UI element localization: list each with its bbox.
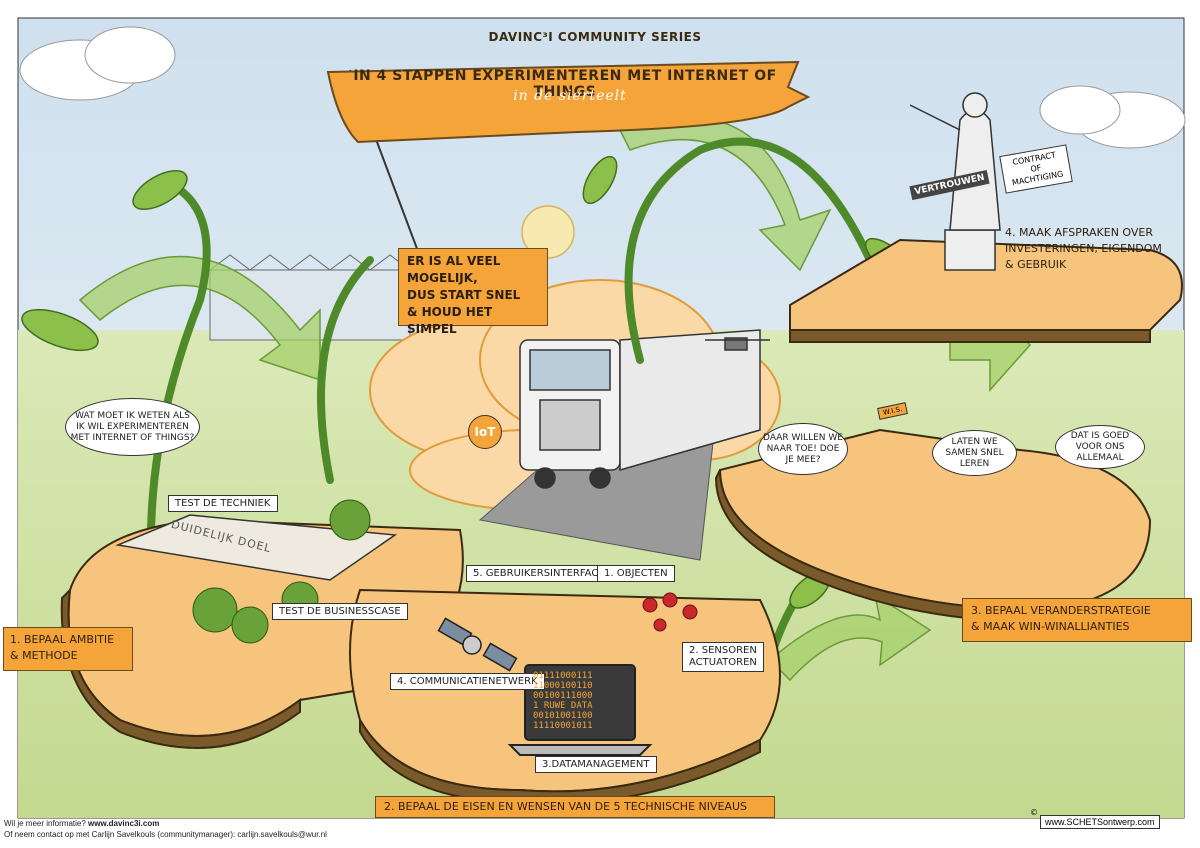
binary-row: 11110001011 (533, 721, 593, 731)
laptop-screen-binary: 01111000111 11000100110 00100111000 1 RU… (533, 671, 627, 731)
label-datamanagement: 3.DATAMANAGEMENT (535, 756, 657, 773)
step-1-label: 1. BEPAAL AMBITIE & METHODE (3, 627, 133, 671)
speech-bubble-wat-moet: WAT MOET IK WETEN ALS IK WIL EXPERIMENTE… (65, 398, 200, 456)
label-sensoren-line-2: ACTUATOREN (689, 657, 757, 668)
step-3-line-2: & MAAK WIN-WINALLIANTIES (971, 620, 1130, 633)
speech-bubble-laten-we: LATEN WE SAMEN SNEL LEREN (932, 430, 1017, 476)
label-objecten: 1. OBJECTEN (597, 565, 675, 582)
footer-info: Wil je meer informatie? www.davinc3i.com (4, 819, 159, 828)
step-4-line-1: 4. MAAK AFSPRAKEN OVER (1005, 226, 1154, 239)
footer-info-text: Wil je meer informatie? (4, 819, 89, 828)
lady-justice (909, 92, 1001, 271)
title-banner-shape (326, 60, 811, 144)
step-4-line-3: & GEBRUIK (1005, 258, 1067, 271)
step-3-label: 3. BEPAAL VERANDERSTRATEGIE & MAAK WIN-W… (962, 598, 1192, 642)
label-gebruikersinterface: 5. GEBRUIKERSINTERFACE (466, 565, 612, 582)
satellite (437, 617, 518, 672)
step-4-label: 4. MAAK AFSPRAKEN OVER INVESTERINGEN, EI… (1005, 225, 1185, 273)
step-2-label: 2. BEPAAL DE EISEN EN WENSEN VAN DE 5 TE… (375, 796, 775, 818)
copyright-symbol: © (1030, 808, 1038, 817)
page-subtitle: in de sierteelt (513, 88, 627, 104)
step-1-line-2: & METHODE (10, 649, 78, 662)
footer-credit-link[interactable]: www.SCHETSontwerp.com (1040, 815, 1160, 829)
step-4-line-2: INVESTERINGEN, EIGENDOM (1005, 242, 1162, 255)
truck (519, 329, 761, 489)
roses (642, 592, 698, 632)
binary-row: 01111000111 (533, 671, 593, 681)
table (115, 514, 398, 581)
label-sensoren-line-1: 2. SENSOREN (689, 645, 757, 656)
binary-row: 00101001100 (533, 711, 593, 721)
label-test-businesscase: TEST DE BUSINESSCASE (272, 603, 408, 620)
clouds (19, 26, 1186, 149)
label-test-techniek: TEST DE TECHNIEK (168, 495, 278, 512)
speech-bubble-daar-willen: DAAR WILLEN WE NAAR TOE! DOE JE MEE? (758, 423, 848, 475)
laptop (507, 664, 653, 756)
binary-row: 11000100110 (533, 681, 593, 691)
callout-line-1: ER IS AL VEEL MOGELIJK, (407, 254, 501, 285)
footer-website-link[interactable]: www.davinc3i.com (88, 819, 160, 828)
callout-line-2: DUS START SNEL (407, 288, 521, 302)
binary-row: 00100111000 (533, 691, 593, 701)
callout-box: ER IS AL VEEL MOGELIJK, DUS START SNEL &… (398, 248, 548, 336)
step-3-line-1: 3. BEPAAL VERANDERSTRATEGIE (971, 604, 1151, 617)
iot-badge: IoT (468, 415, 502, 449)
sun (521, 205, 575, 259)
callout-line-3: & HOUD HET SIMPEL (407, 305, 493, 336)
page-title: IN 4 STAPPEN EXPERIMENTEREN MET INTERNET… (353, 68, 777, 100)
speech-bubble-dat-is: DAT IS GOED VOOR ONS ALLEMAAL (1055, 425, 1145, 469)
label-sensoren: 2. SENSOREN ACTUATOREN (682, 642, 764, 672)
drone (705, 337, 770, 351)
binary-row: 1 RUWE DATA (533, 701, 593, 711)
step-1-line-1: 1. BEPAAL AMBITIE (10, 633, 115, 646)
series-label: DAVINC³I COMMUNITY SERIES (488, 30, 702, 44)
label-communicatienetwerk: 4. COMMUNICATIENETWERK (390, 673, 545, 690)
footer-contact: Of neem contact op met Carlijn Savelkoul… (4, 830, 327, 839)
